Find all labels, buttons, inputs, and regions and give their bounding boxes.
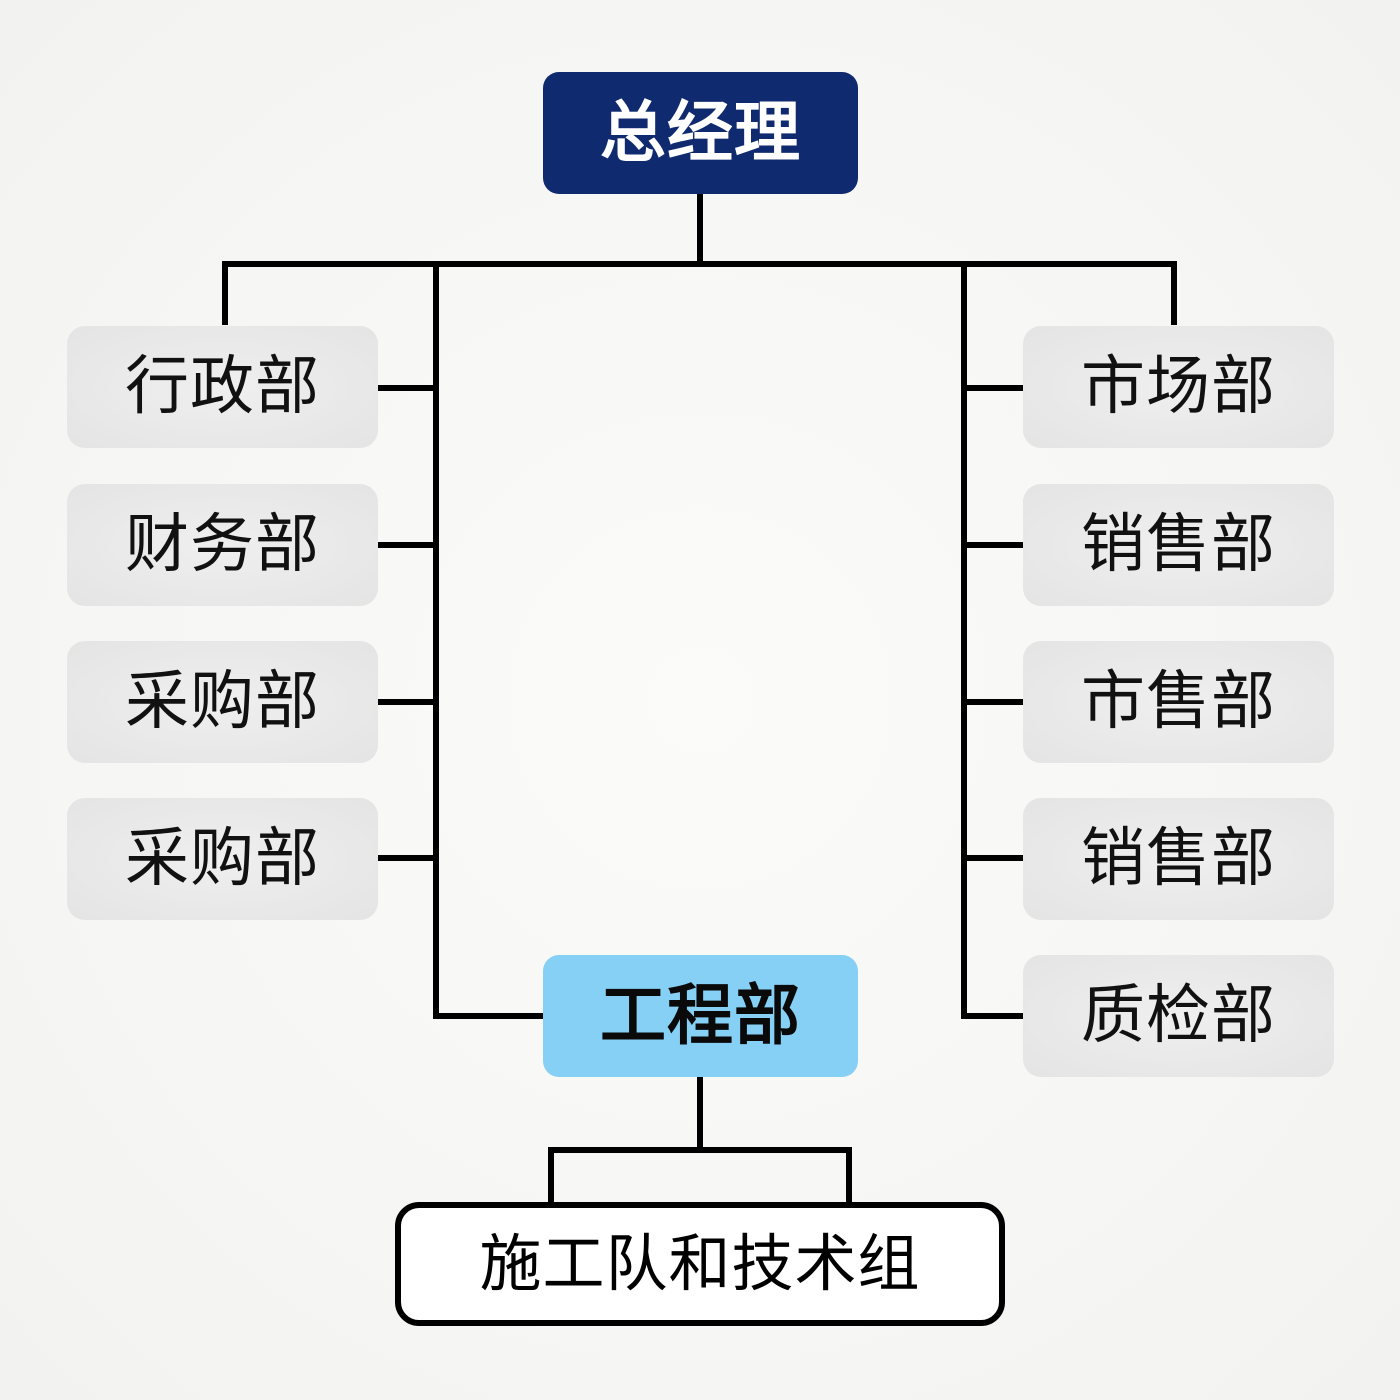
team-label: 施工队和技术组 (479, 1227, 921, 1300)
dept-node-quality[interactable]: 质检部 (1023, 955, 1334, 1077)
general-manager-label: 总经理 (600, 94, 801, 171)
dept-label: 销售部 (1081, 508, 1276, 582)
dept-label: 行政部 (125, 350, 320, 424)
dept-label: 市场部 (1081, 350, 1276, 424)
construction-tech-team-node[interactable]: 施工队和技术组 (395, 1202, 1005, 1326)
left-spine-line (433, 261, 546, 1019)
team-bracket-line (548, 1147, 852, 1205)
dept-node-admin[interactable]: 行政部 (67, 326, 378, 448)
dept-node-market-sales[interactable]: 市售部 (1023, 641, 1334, 763)
dept-label: 质检部 (1081, 979, 1276, 1053)
dept-label: 采购部 (125, 822, 320, 896)
dept-node-marketing[interactable]: 市场部 (1023, 326, 1334, 448)
dept-node-sales-2[interactable]: 销售部 (1023, 798, 1334, 920)
dept-node-purchasing-2[interactable]: 采购部 (67, 798, 378, 920)
dept-label: 市售部 (1081, 665, 1276, 739)
dept-label: 采购部 (125, 665, 320, 739)
dept-label: 销售部 (1081, 822, 1276, 896)
engineering-label: 工程部 (600, 977, 801, 1054)
dept-label: 财务部 (125, 508, 320, 582)
general-manager-node[interactable]: 总经理 (543, 72, 858, 194)
engineering-node[interactable]: 工程部 (543, 955, 858, 1077)
dept-node-sales[interactable]: 销售部 (1023, 484, 1334, 606)
dept-node-finance[interactable]: 财务部 (67, 484, 378, 606)
dept-node-purchasing[interactable]: 采购部 (67, 641, 378, 763)
